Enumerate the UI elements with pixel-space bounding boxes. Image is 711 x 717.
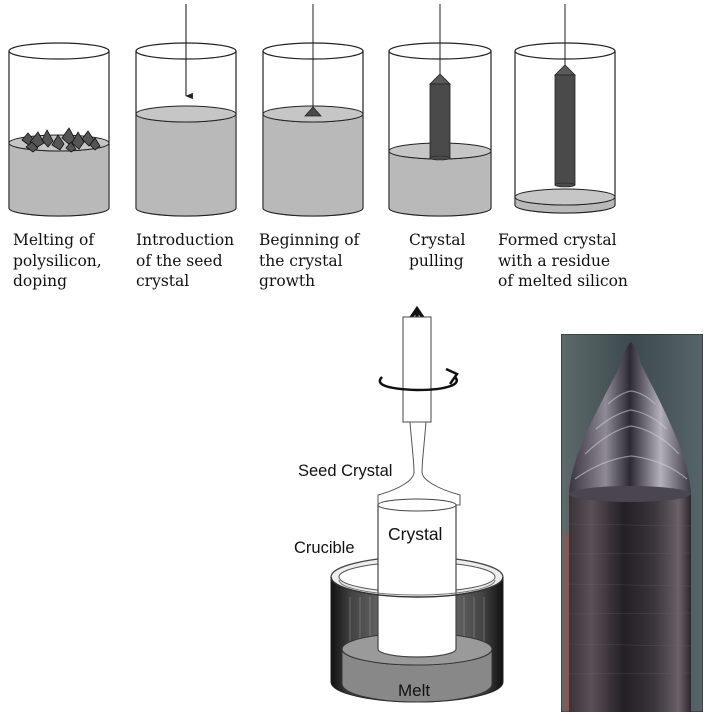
seed-neck <box>377 421 461 506</box>
crystal-label: Crystal <box>388 524 443 544</box>
caption-line: Beginning of <box>259 231 360 249</box>
step-2-caption: Introduction of the seed crystal <box>136 230 234 292</box>
caption-line: of melted silicon <box>498 272 628 290</box>
ingot-body <box>569 494 691 712</box>
caption-line: of the seed <box>136 251 223 270</box>
caption-line: crystal <box>136 272 190 290</box>
step-2-cylinder <box>135 4 237 217</box>
process-steps-graphic <box>8 4 616 217</box>
growing-crystal <box>429 83 451 159</box>
formed-crystal <box>554 74 576 186</box>
step-5-cylinder <box>514 4 616 214</box>
seed-holder-rod <box>402 316 432 423</box>
step-4-caption: Crystal pulling <box>409 230 465 271</box>
step-3-cylinder <box>262 4 364 217</box>
caption-line: growth <box>259 272 316 290</box>
seed-crystal-label: Seed Crystal <box>298 462 393 480</box>
rotation-arrow <box>378 376 458 392</box>
caption-line: Melting of <box>13 231 95 249</box>
polysilicon-chunks <box>21 127 101 153</box>
puller-schematic <box>330 305 504 703</box>
crystal-body <box>377 504 457 658</box>
seed-cone <box>304 106 322 117</box>
step-5-caption: Formed crystal with a residue of melted … <box>498 230 628 292</box>
step-4-cylinder <box>388 4 492 217</box>
caption-line: doping <box>13 272 68 290</box>
melt-label: Melt <box>398 681 431 700</box>
caption-line: pulling <box>409 251 464 270</box>
silicon-ingot-photo <box>561 334 703 712</box>
caption-line: Introduction <box>136 231 235 249</box>
caption-line: the crystal <box>259 251 343 270</box>
caption-line: Formed crystal <box>498 231 617 249</box>
crucible-label: Crucible <box>294 539 355 557</box>
caption-line: Crystal <box>409 231 466 249</box>
caption-line: with a residue <box>498 251 611 270</box>
caption-line: polysilicon, <box>13 251 102 270</box>
step-3-caption: Beginning of the crystal growth <box>259 230 359 292</box>
step-1-cylinder <box>8 42 110 217</box>
step-1-caption: Melting of polysilicon, doping <box>13 230 102 292</box>
ingot-cone <box>569 342 691 494</box>
